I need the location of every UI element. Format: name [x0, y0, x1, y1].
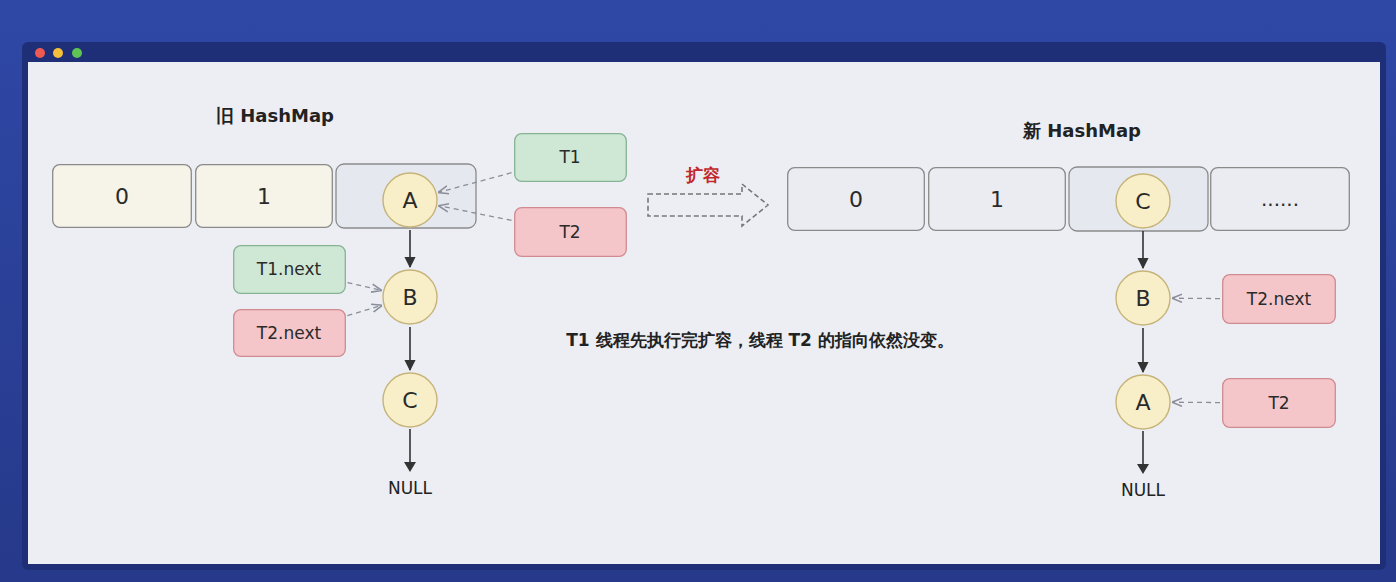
- window-dot: [53, 48, 63, 58]
- list-node: C: [1115, 173, 1171, 229]
- window-dot: [72, 48, 82, 58]
- list-node: B: [382, 269, 438, 325]
- bucket-cell: [336, 164, 476, 228]
- link-arrow: [1142, 328, 1144, 372]
- null-label: NULL: [388, 478, 432, 498]
- pointer-arrow: [439, 206, 511, 220]
- map-title: 旧 HashMap: [216, 104, 334, 128]
- bucket-cell: ......: [1210, 167, 1350, 231]
- node-text: A: [402, 188, 417, 213]
- node-text: B: [1135, 286, 1150, 311]
- bucket-cell: 0: [787, 167, 925, 231]
- node-text: C: [402, 388, 417, 413]
- next-pointer: T2.next: [1222, 274, 1336, 324]
- node-text: T2.next: [257, 323, 321, 343]
- step-label: 扩容: [686, 164, 720, 187]
- pointer-arrow: [1173, 298, 1220, 300]
- next-pointer: T2.next: [233, 309, 346, 357]
- pointer-arrow: [1173, 402, 1220, 404]
- window-frame: [22, 42, 1386, 570]
- node-text: T2: [1268, 393, 1289, 413]
- map-title: 新 HashMap: [1023, 119, 1141, 143]
- bucket-cell: 1: [928, 167, 1066, 231]
- caption-note: T1 线程先执行完扩容，线程 T2 的指向依然没变。: [566, 329, 954, 352]
- window-dot: [35, 48, 45, 58]
- node-text: 1: [990, 187, 1004, 212]
- node-text: 0: [115, 184, 129, 209]
- node-text: T2.next: [1247, 289, 1311, 309]
- window-panel: [28, 62, 1380, 564]
- node-text: 1: [257, 184, 271, 209]
- pointer-arrow: [439, 173, 512, 193]
- list-node: A: [1115, 374, 1171, 430]
- null-label: NULL: [1121, 480, 1165, 500]
- node-text: 0: [849, 187, 863, 212]
- list-node: A: [382, 172, 438, 228]
- bucket-cell: [1069, 167, 1208, 231]
- thread-pointer: T2: [1222, 378, 1336, 428]
- bucket-cell: 1: [195, 164, 333, 228]
- pointer-arrow: [347, 306, 381, 316]
- node-text: T1.next: [257, 259, 321, 279]
- list-node: B: [1115, 270, 1171, 326]
- node-text: ......: [1261, 187, 1299, 211]
- node-text: T2: [559, 222, 580, 242]
- list-node: C: [382, 372, 438, 428]
- link-arrow: [409, 230, 411, 267]
- link-arrow: [1142, 231, 1144, 268]
- pointer-arrow: [347, 283, 380, 291]
- arrow-head: [1137, 464, 1149, 474]
- thread-pointer: T2: [514, 207, 627, 257]
- node-text: A: [1135, 390, 1150, 415]
- node-text: T1: [559, 147, 580, 167]
- thread-pointer: T1: [514, 133, 627, 182]
- node-text: C: [1135, 189, 1150, 214]
- arrow-head: [404, 462, 416, 472]
- bucket-cell: 0: [52, 164, 192, 228]
- node-text: B: [402, 285, 417, 310]
- link-arrow: [409, 327, 411, 370]
- next-pointer: T1.next: [233, 245, 346, 294]
- expand-arrow: [648, 184, 768, 226]
